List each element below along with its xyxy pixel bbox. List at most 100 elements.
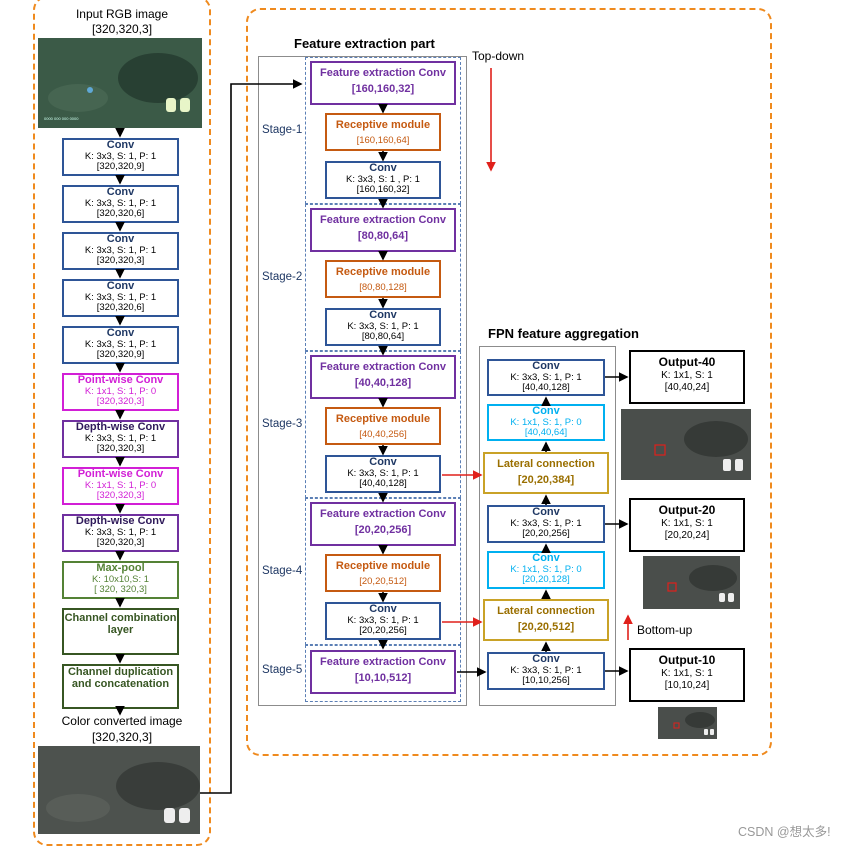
fpn-conv-40-title: Conv bbox=[532, 360, 560, 372]
output-20-params: K: 1x1, S: 1 bbox=[661, 517, 713, 529]
left-layer-2-shape: [320,320,6] bbox=[96, 207, 145, 219]
left-layer-7-title: Depth-wise Conv bbox=[75, 421, 166, 433]
stage-4-feature-extraction-conv-fec-shape: [20,20,256] bbox=[354, 523, 412, 536]
fpn-conv-20-params: K: 3x3, S: 1, P: 1 bbox=[510, 517, 582, 529]
left-layer-9-title: Depth-wise Conv bbox=[75, 515, 166, 527]
stage-1-feature-extraction-conv-fec-shape: [160,160,32] bbox=[351, 82, 415, 95]
feature-extraction-heading: Feature extraction part bbox=[294, 36, 435, 51]
left-layer-10-title: Max-pool bbox=[96, 562, 145, 574]
stage-3-feature-extraction-conv-fec-title: Feature extraction Conv bbox=[320, 361, 446, 373]
left-layer-1-shape: [320,320,9] bbox=[96, 160, 145, 172]
left-layer-3-params: K: 3x3, S: 1, P: 1 bbox=[84, 244, 157, 256]
stage-3-conv-conv-title: Conv bbox=[369, 456, 397, 468]
lateral-connection-1-title: Lateral connection bbox=[497, 458, 595, 470]
stage-4-receptive-module-rec-shape: [20,20,512] bbox=[359, 575, 407, 587]
lateral-connection-2-shape: [20,20,512] bbox=[517, 620, 575, 633]
stage-2-conv-conv-params: K: 3x3, S: 1, P: 1 bbox=[347, 320, 419, 332]
lateral-connection-2-title: Lateral connection bbox=[497, 605, 595, 617]
left-layer-9-params: K: 3x3, S: 1, P: 1 bbox=[84, 526, 157, 538]
channel-combination-label: Channel combination layer bbox=[64, 612, 177, 636]
lateral-connection-1-shape: [20,20,384] bbox=[517, 473, 575, 486]
fpn-conv-10-shape: [10,10,256] bbox=[522, 674, 570, 686]
left-layer-1-params: K: 3x3, S: 1, P: 1 bbox=[84, 150, 157, 162]
fpn-conv-10-title: Conv bbox=[532, 653, 560, 665]
fpn-frame bbox=[479, 346, 616, 706]
fpn-conv-10-params: K: 3x3, S: 1, P: 1 bbox=[510, 664, 582, 676]
stage-4-feature-extraction-conv: Feature extraction Conv[20,20,256] bbox=[310, 502, 456, 546]
watermark: CSDN @想太多! bbox=[738, 825, 831, 839]
output-image-label: Color converted image bbox=[61, 714, 183, 728]
stage-1-conv-conv-shape: [160,160,32] bbox=[356, 183, 410, 195]
fpn-conv-40: Conv K: 3x3, S: 1, P: 1 [40,40,128] bbox=[487, 359, 605, 396]
stage-1-feature-extraction-conv: Feature extraction Conv [160,160,32] bbox=[310, 61, 456, 105]
output-10-params: K: 1x1, S: 1 bbox=[661, 667, 713, 679]
fpn-cyan-conv-2: Conv K: 1x1, S: 1, P: 0 [20,20,128] bbox=[487, 551, 605, 589]
output-10-shape: [10,10,24] bbox=[664, 680, 710, 692]
stage-2-conv-conv-title: Conv bbox=[369, 309, 397, 321]
channel-duplication-label: Channel duplication and concatenation bbox=[67, 666, 174, 690]
output-10-image bbox=[658, 707, 717, 739]
stage-3-label: Stage-3 bbox=[262, 418, 303, 430]
stage-3-conv-conv-params: K: 3x3, S: 1, P: 1 bbox=[347, 467, 419, 479]
feature-extraction-frame bbox=[258, 56, 467, 706]
stage-3-feature-extraction-conv-fec-shape: [40,40,128] bbox=[354, 376, 412, 389]
stage-4-receptive-module: Receptive module [20,20,512] bbox=[325, 554, 441, 592]
svg-text:0000 000 000 0000: 0000 000 000 0000 bbox=[44, 116, 79, 121]
stage-4-conv-conv-shape: [20,20,256] bbox=[359, 624, 407, 636]
channel-duplication-box: Channel duplication and concatenation bbox=[62, 664, 179, 709]
fpn-conv-20-title: Conv bbox=[532, 506, 560, 518]
fpn-conv-10: Conv K: 3x3, S: 1, P: 1 [10,10,256] bbox=[487, 652, 605, 690]
left-layer-4-shape: [320,320,6] bbox=[96, 301, 145, 313]
stage-2-receptive-module-rec-title: Receptive module bbox=[335, 266, 431, 278]
stage-4-conv-conv-params: K: 3x3, S: 1, P: 1 bbox=[347, 614, 419, 626]
fpn-cyan-conv-2-params: K: 1x1, S: 1, P: 0 bbox=[510, 563, 582, 575]
stage-1-feature-extraction-conv-fec-title: Feature extraction Conv bbox=[320, 67, 446, 79]
fpn-conv-20: Conv K: 3x3, S: 1, P: 1 [20,20,256] bbox=[487, 505, 605, 543]
image-to-extraction-connector bbox=[200, 79, 303, 794]
output-40-box: Output-40 K: 1x1, S: 1 [40,40,24] bbox=[629, 350, 745, 404]
left-layer-9-shape: [320,320,3] bbox=[96, 536, 145, 548]
fpn-heading: FPN feature aggregation bbox=[488, 326, 639, 341]
fpn-conv-20-shape: [20,20,256] bbox=[522, 527, 570, 539]
output-40-image bbox=[621, 409, 751, 480]
stage-4-receptive-module-rec-title: Receptive module bbox=[335, 560, 431, 572]
bottom-up-label: Bottom-up bbox=[637, 623, 693, 637]
fpn-cyan-conv-1-params: K: 1x1, S: 1, P: 0 bbox=[510, 416, 582, 428]
color-conversion-panel bbox=[33, 0, 211, 846]
input-rgb-image: 0000 000 000 0000 bbox=[38, 38, 202, 128]
fpn-cyan-conv-2-title: Conv bbox=[532, 552, 560, 564]
fpn-cyan-conv-2-shape: [20,20,128] bbox=[522, 573, 570, 585]
stage-2-feature-extraction-conv-fec-title: Feature extraction Conv bbox=[320, 214, 446, 226]
left-layer-10-shape: [ 320, 320,3] bbox=[94, 583, 147, 595]
left-layer-4-title: Conv bbox=[106, 280, 135, 292]
left-layer-5-shape: [320,320,9] bbox=[96, 348, 145, 360]
lateral-connection-1: Lateral connection [20,20,384] bbox=[483, 452, 609, 494]
stage-2-feature-extraction-conv: Feature extraction Conv[80,80,64] bbox=[310, 208, 456, 252]
left-layer-8-params: K: 1x1, S: 1, P: 0 bbox=[84, 479, 157, 491]
output-20-title: Output-20 bbox=[658, 503, 716, 517]
stage-4-label: Stage-4 bbox=[262, 565, 303, 577]
output-40-title: Output-40 bbox=[658, 355, 716, 369]
fpn-conv-40-params: K: 3x3, S: 1, P: 1 bbox=[510, 371, 582, 383]
left-layer-5-params: K: 3x3, S: 1, P: 1 bbox=[84, 338, 157, 350]
left-layer-6-params: K: 1x1, S: 1, P: 0 bbox=[84, 385, 157, 397]
stage-2-receptive-module-rec-shape: [80,80,128] bbox=[359, 281, 407, 293]
stage-1-label: Stage-1 bbox=[262, 124, 303, 136]
left-layer-5-title: Conv bbox=[106, 327, 135, 339]
stage-3-receptive-module-rec-shape: [40,40,256] bbox=[359, 428, 407, 440]
stage-3-receptive-module: Receptive module[40,40,256] bbox=[325, 407, 441, 445]
lateral-connection-2: Lateral connection [20,20,512] bbox=[483, 599, 609, 641]
stage-1-receptive-module-rec-title: Receptive module bbox=[335, 119, 431, 131]
stage-1-receptive-module-rec-shape: [160,160,64] bbox=[356, 134, 410, 146]
stage-5-feature-extraction-conv-fec-shape: [10,10,512] bbox=[354, 671, 412, 684]
channel-combination-box: Channel combination layer bbox=[62, 608, 179, 655]
stage-5-feature-extraction-conv-fec-title: Feature extraction Conv bbox=[320, 656, 446, 668]
color-converted-image bbox=[38, 746, 200, 834]
stage-2-conv-conv-shape: [80,80,64] bbox=[361, 330, 405, 342]
stage-2-receptive-module: Receptive module [80,80,128] bbox=[325, 260, 441, 298]
